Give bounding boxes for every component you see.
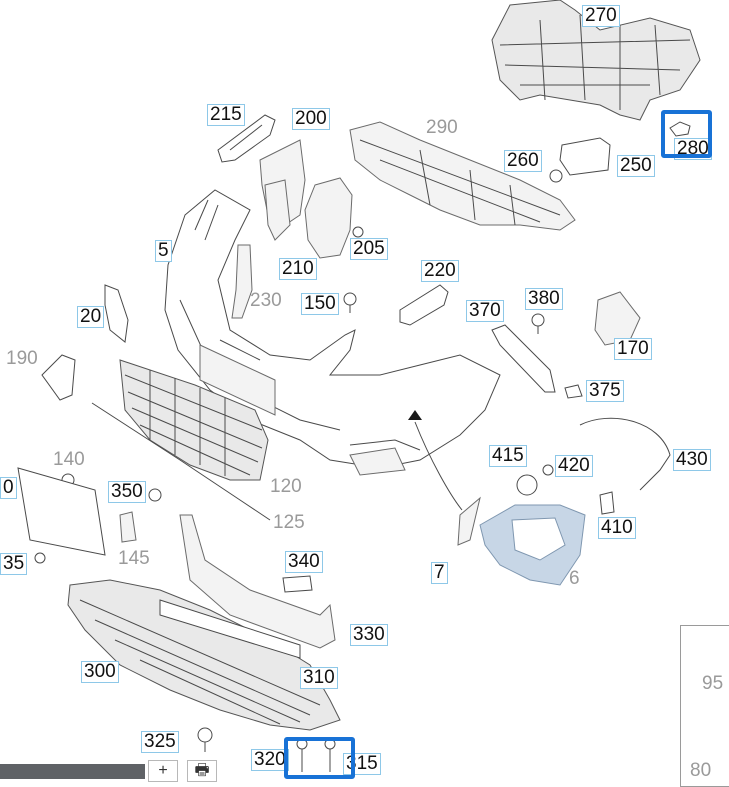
- part-315-screw[interactable]: [324, 738, 336, 772]
- highlight-315-320: [284, 737, 355, 779]
- part-5-bumper-cover[interactable]: [164, 189, 501, 476]
- callout-140[interactable]: 140: [53, 449, 85, 470]
- callout-370[interactable]: 370: [466, 300, 504, 322]
- callout-35[interactable]: 35: [0, 553, 28, 575]
- part-410-bracket[interactable]: [599, 491, 615, 515]
- callout-210[interactable]: 210: [279, 258, 317, 280]
- callout-120[interactable]: 120: [270, 476, 302, 497]
- part-350-screw[interactable]: [148, 488, 162, 502]
- callout-6[interactable]: 6: [569, 568, 580, 589]
- callout-270[interactable]: 270: [582, 5, 620, 27]
- inset-panel[interactable]: [680, 625, 729, 787]
- part-200-bracket[interactable]: [259, 139, 306, 241]
- callout-310[interactable]: 310: [300, 667, 338, 689]
- part-205-clip[interactable]: [352, 226, 364, 238]
- part-280-clip[interactable]: [669, 121, 691, 137]
- bottom-toolbar: [0, 764, 145, 779]
- arrow-head: [408, 410, 422, 420]
- callout-80[interactable]: 80: [690, 760, 712, 781]
- part-260-bracket[interactable]: [559, 137, 611, 176]
- part-370-strip[interactable]: [491, 324, 556, 393]
- part-330-rail[interactable]: [179, 514, 336, 649]
- part-310-cover[interactable]: [159, 599, 301, 659]
- callout-430[interactable]: 430: [673, 449, 711, 471]
- part-120-125-trim[interactable]: [91, 402, 271, 521]
- callout-380[interactable]: 380: [525, 288, 563, 310]
- callout-410[interactable]: 410: [598, 517, 636, 539]
- callout-170[interactable]: 170: [614, 338, 652, 360]
- part-grille[interactable]: [119, 359, 269, 481]
- highlight-280: [661, 110, 712, 158]
- part-190-bracket[interactable]: [41, 354, 76, 401]
- callout-260[interactable]: 260: [504, 150, 542, 172]
- callout-300[interactable]: 300: [81, 661, 119, 683]
- part-220-bracket[interactable]: [399, 284, 449, 326]
- part-215-bracket[interactable]: [217, 114, 276, 163]
- callout-190[interactable]: 190: [6, 348, 38, 369]
- callout-150[interactable]: 150: [301, 293, 339, 315]
- part-145-clip[interactable]: [119, 511, 137, 543]
- part-150-bolt[interactable]: [343, 292, 357, 313]
- print-button[interactable]: 🖶: [187, 760, 217, 782]
- callout-215[interactable]: 215: [207, 104, 245, 126]
- callout-0[interactable]: 0: [0, 477, 17, 499]
- callout-95[interactable]: 95: [702, 673, 724, 694]
- callout-375[interactable]: 375: [586, 380, 624, 402]
- callout-5[interactable]: 5: [155, 240, 172, 262]
- part-415-sensor[interactable]: [516, 474, 538, 496]
- callout-420[interactable]: 420: [555, 455, 593, 477]
- callout-230[interactable]: 230: [250, 290, 282, 311]
- callout-145[interactable]: 145: [118, 548, 150, 569]
- callout-200[interactable]: 200: [292, 108, 330, 130]
- callout-340[interactable]: 340: [285, 551, 323, 573]
- part-230-strip[interactable]: [231, 244, 253, 319]
- callout-205[interactable]: 205: [350, 238, 388, 260]
- callout-320[interactable]: 320: [251, 749, 289, 771]
- callout-250[interactable]: 250: [617, 155, 655, 177]
- part-35-screw[interactable]: [34, 552, 46, 564]
- callout-7[interactable]: 7: [431, 562, 448, 584]
- part-290-absorber[interactable]: [349, 121, 576, 231]
- part-380-screw[interactable]: [531, 313, 545, 334]
- part-7-cover[interactable]: [457, 496, 481, 546]
- part-340-nut[interactable]: [282, 575, 313, 593]
- part-license-plate-holder[interactable]: [17, 467, 106, 556]
- callout-20[interactable]: 20: [77, 306, 105, 328]
- part-210-cover[interactable]: [304, 177, 353, 259]
- part-430-harness[interactable]: [579, 417, 671, 491]
- callout-330[interactable]: 330: [350, 624, 388, 646]
- callout-325[interactable]: 325: [141, 731, 179, 753]
- part-20-cap[interactable]: [104, 284, 129, 343]
- part-420-clip[interactable]: [542, 464, 554, 476]
- callout-290[interactable]: 290: [426, 117, 458, 138]
- part-325-screw[interactable]: [197, 727, 213, 752]
- callout-125[interactable]: 125: [273, 512, 305, 533]
- callout-220[interactable]: 220: [421, 260, 459, 282]
- arrow: [414, 421, 463, 511]
- part-375-clip[interactable]: [564, 384, 583, 399]
- part-250-screw[interactable]: [549, 169, 563, 183]
- part-300-panel[interactable]: [67, 579, 341, 731]
- callout-350[interactable]: 350: [108, 481, 146, 503]
- callout-415[interactable]: 415: [489, 445, 527, 467]
